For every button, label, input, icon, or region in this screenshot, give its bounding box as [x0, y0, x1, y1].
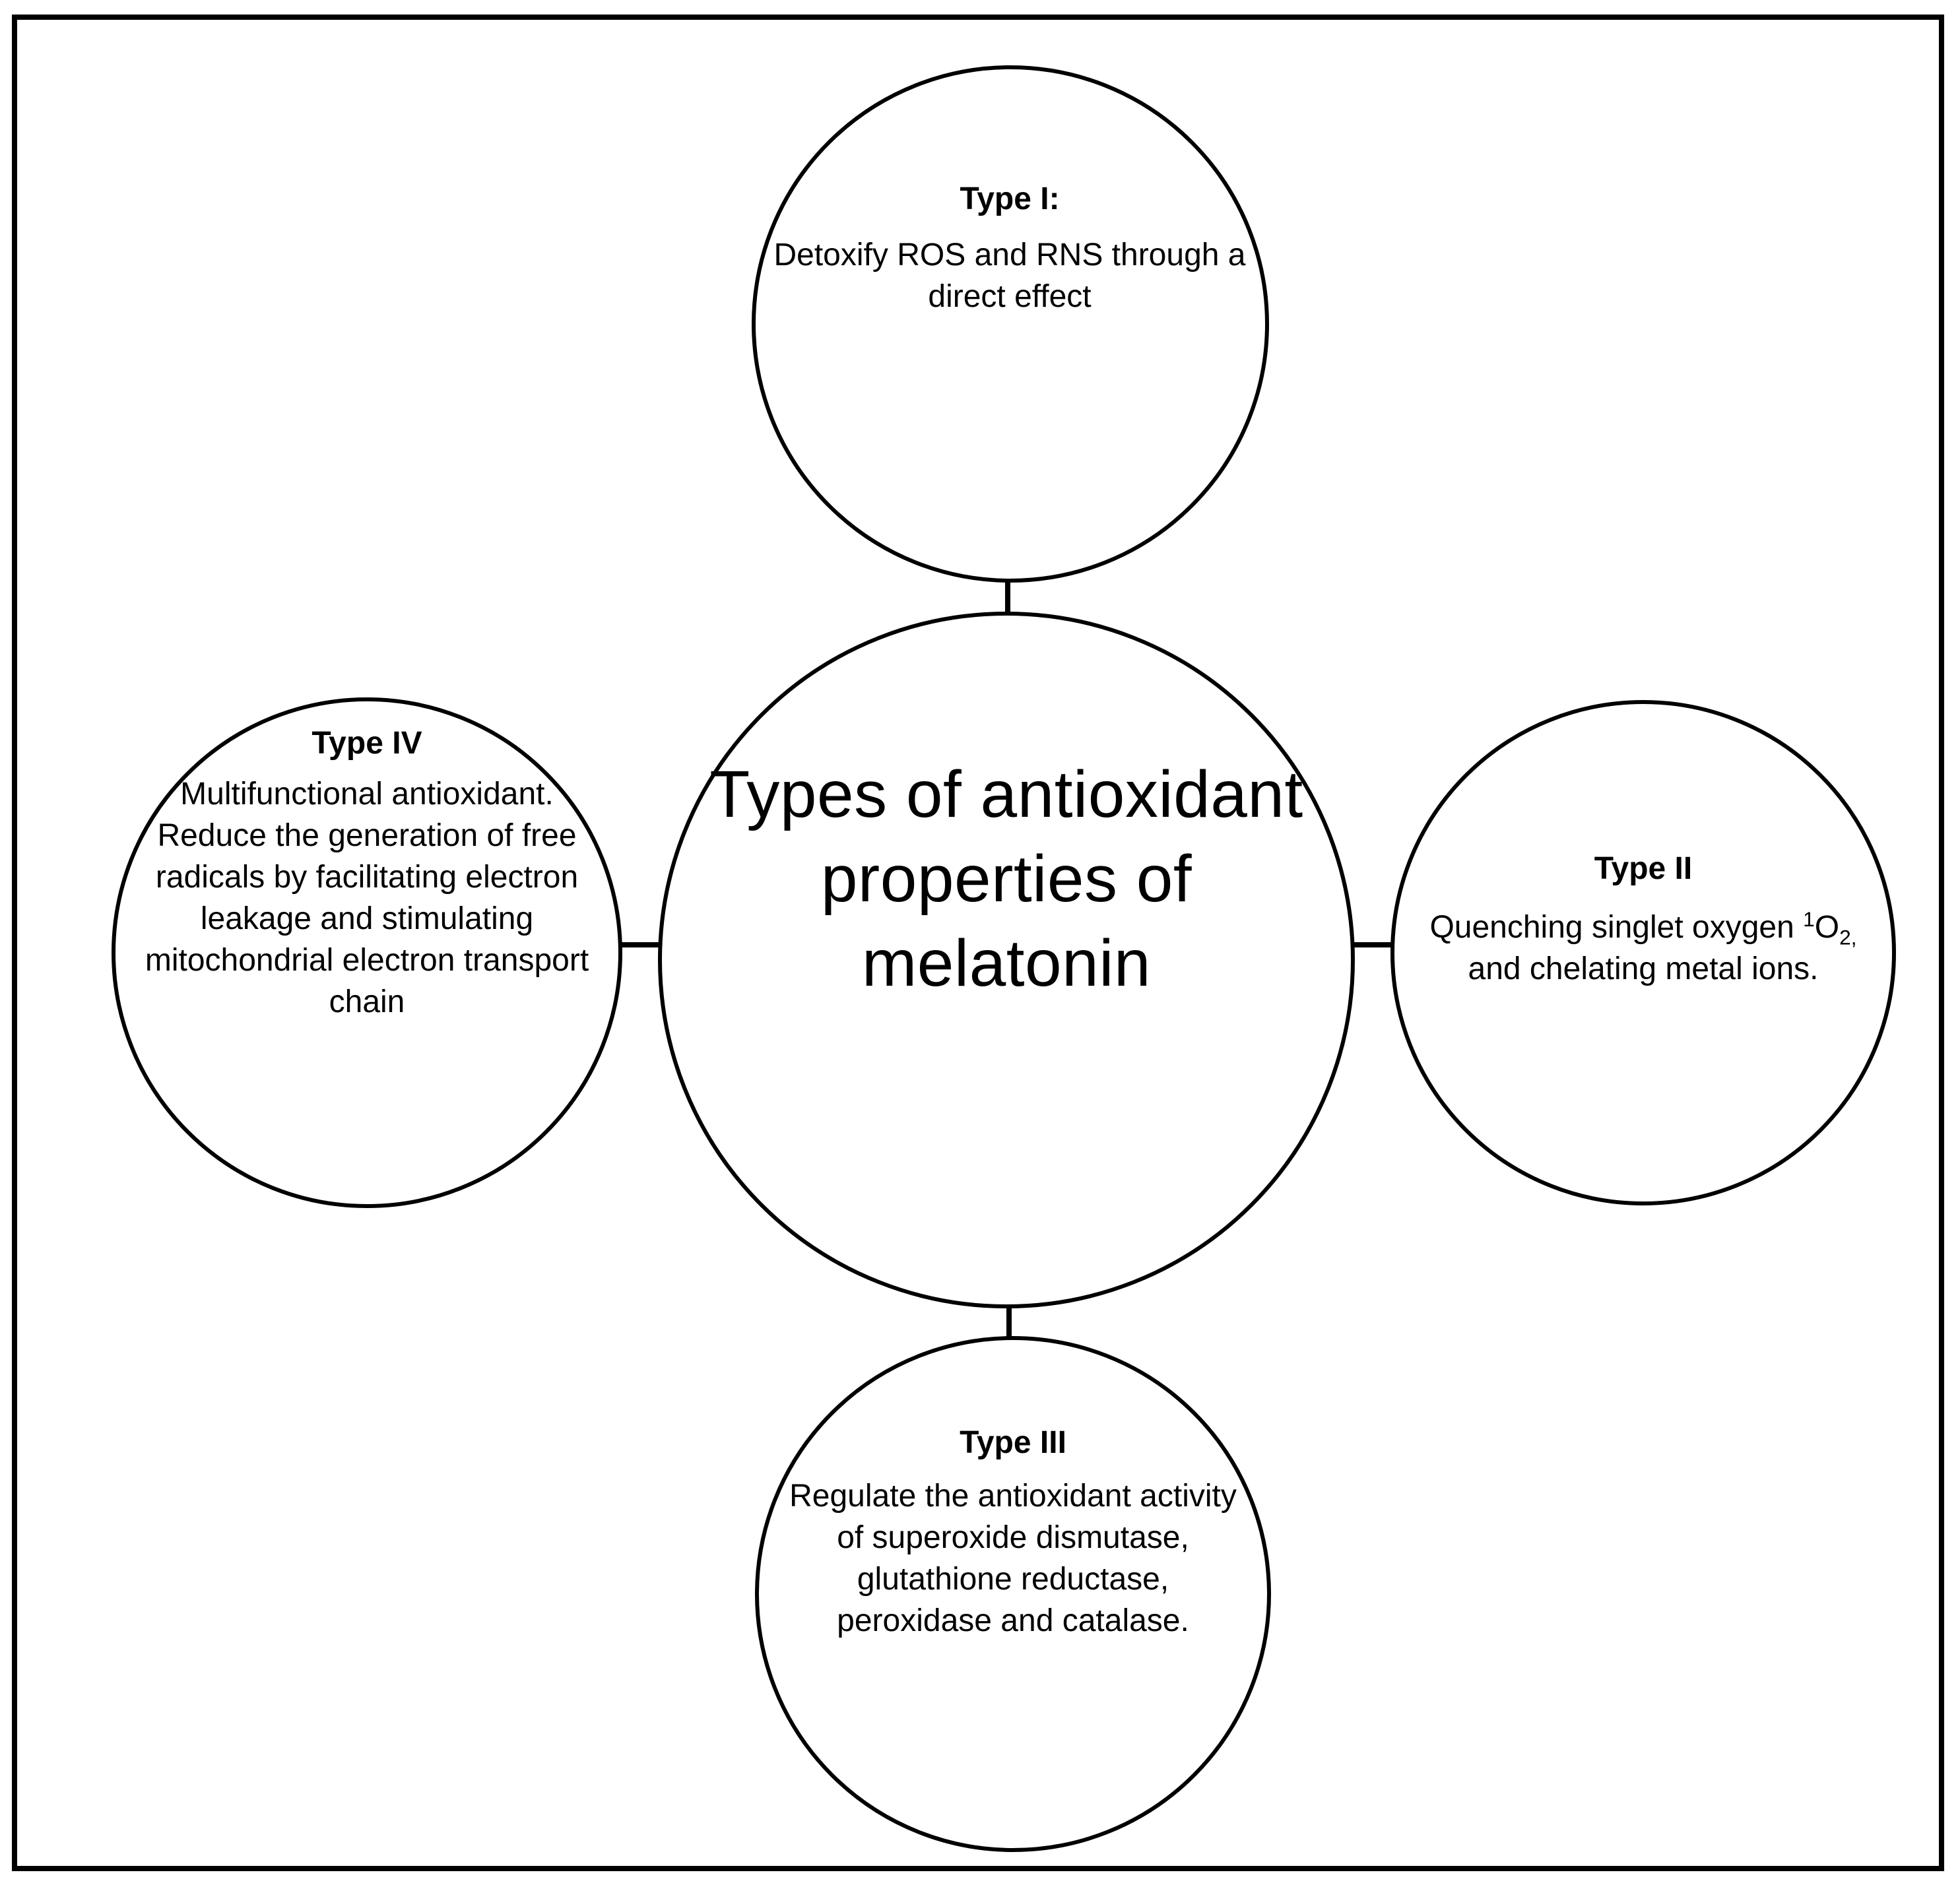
node-circle-type1[interactable] [752, 65, 1269, 583]
node-circle-center[interactable] [658, 612, 1355, 1308]
node-circle-type2[interactable] [1390, 700, 1896, 1205]
node-circle-type4[interactable] [112, 697, 622, 1208]
node-circle-type3[interactable] [755, 1336, 1271, 1852]
